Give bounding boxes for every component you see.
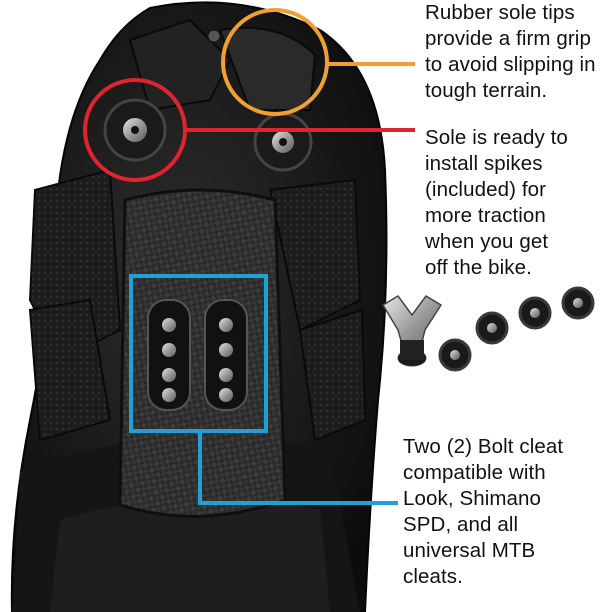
installed-spike-left — [103, 98, 167, 162]
callout-cleat-marker — [129, 274, 398, 505]
callout-cleat-text: Two (2) Bolt cleat compatible with Look,… — [403, 435, 564, 588]
spare-spike-4 — [561, 286, 595, 320]
shoe-sole — [10, 1, 388, 612]
spare-spike-1 — [438, 338, 472, 372]
spare-spike-2 — [475, 311, 509, 345]
callout-rubber-tips-text: Rubber sole tips provide a firm grip to … — [425, 1, 596, 102]
installed-spike-right — [253, 112, 313, 172]
spare-spike-3 — [518, 296, 552, 330]
callout-spikes-marker — [83, 78, 415, 182]
callout-rubber-tips-marker — [221, 8, 415, 116]
callout-spikes-text: Sole is ready to install spikes (include… — [425, 126, 568, 279]
spike-wrench-icon — [381, 295, 443, 367]
cleat-mount — [147, 299, 248, 411]
